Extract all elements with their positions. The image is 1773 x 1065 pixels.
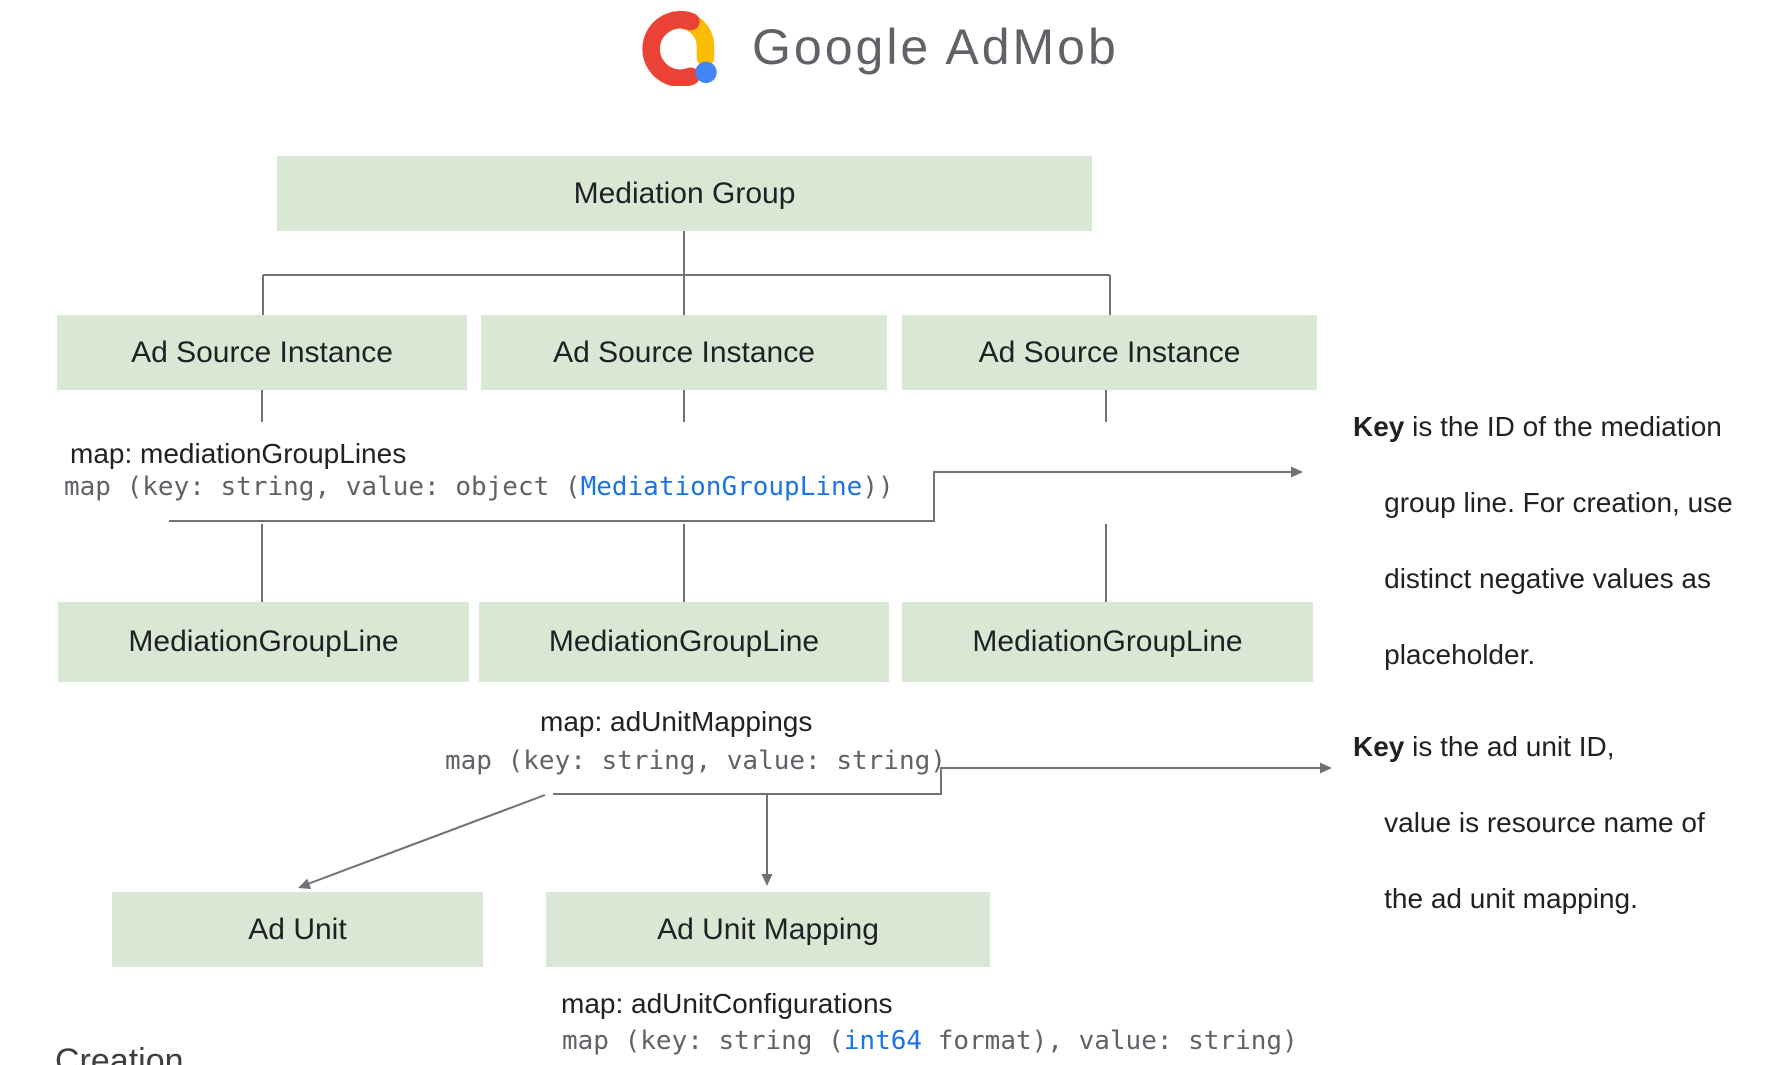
annotation-ad-unit-mapping-key: Key is the ad unit ID, value is resource…	[1353, 728, 1773, 956]
box-label: MediationGroupLine	[128, 625, 399, 658]
annotation-mediation-group-line-key: Key is the ID of the mediation group lin…	[1353, 408, 1773, 712]
annotation-text: placeholder.	[1384, 639, 1536, 670]
box-ad-unit-mapping: Ad Unit Mapping	[546, 892, 990, 967]
box-mediation-group: Mediation Group	[277, 156, 1092, 231]
map-ad-unit-configurations-heading: map: adUnitConfigurations	[561, 988, 893, 1019]
box-ad-source-instance-2: Ad Source Instance	[481, 315, 887, 390]
code-text: format), value: string)	[922, 1026, 1298, 1056]
mediation-group-line-link[interactable]: MediationGroupLine	[580, 472, 863, 502]
logo-text: Google AdMob	[752, 19, 1119, 75]
box-ad-source-instance-1: Ad Source Instance	[57, 315, 467, 390]
partial-section-heading: Creation	[55, 1042, 184, 1065]
code-text: map (key: string (	[562, 1026, 844, 1056]
box-ad-source-instance-3: Ad Source Instance	[902, 315, 1317, 390]
annotation-text: is the ID of the mediation	[1404, 411, 1722, 442]
annotation-text: group line. For creation, use	[1384, 487, 1733, 518]
box-ad-unit: Ad Unit	[112, 892, 483, 967]
box-label: Ad Source Instance	[978, 335, 1241, 369]
box-label: Ad Unit Mapping	[657, 912, 879, 946]
annotation-text: distinct negative values as	[1384, 563, 1711, 594]
box-label: MediationGroupLine	[548, 625, 820, 658]
annotation-text: is the ad unit ID,	[1404, 731, 1615, 762]
map-ad-unit-configurations-code: map (key: string (int64 format), value: …	[562, 1026, 1298, 1056]
int64-link[interactable]: int64	[843, 1026, 923, 1056]
map-mediation-group-lines-code: map (key: string, value: object (Mediati…	[64, 472, 894, 502]
code-text: ))	[862, 472, 894, 502]
box-mediation-group-line-2: MediationGroupLine	[479, 602, 889, 682]
box-mediation-group-line-1: MediationGroupLine	[58, 602, 469, 682]
map-ad-unit-mappings-heading: map: adUnitMappings	[540, 706, 813, 737]
map-mediation-group-lines-heading: map: mediationGroupLines	[70, 438, 407, 469]
annotation-key-word: Key	[1353, 411, 1405, 442]
map-ad-unit-mappings-code: map (key: string, value: string)	[445, 746, 946, 776]
box-label: Ad Unit	[248, 912, 347, 946]
box-label: MediationGroupLine	[972, 625, 1243, 658]
annotation-text: the ad unit mapping.	[1384, 883, 1638, 914]
box-mediation-group-line-3: MediationGroupLine	[902, 602, 1313, 682]
code-text: map (key: string, value: string)	[445, 746, 946, 776]
admob-icon	[642, 10, 717, 86]
code-text: map (key: string, value: object (	[64, 472, 581, 502]
annotation-text: value is resource name of	[1384, 807, 1705, 838]
annotation-key-word: Key	[1353, 731, 1405, 762]
box-label: Ad Source Instance	[131, 335, 393, 369]
box-label: Mediation Group	[573, 176, 796, 210]
box-label: Ad Source Instance	[553, 335, 815, 369]
google-admob-logo: Google AdMob	[642, 8, 1119, 86]
